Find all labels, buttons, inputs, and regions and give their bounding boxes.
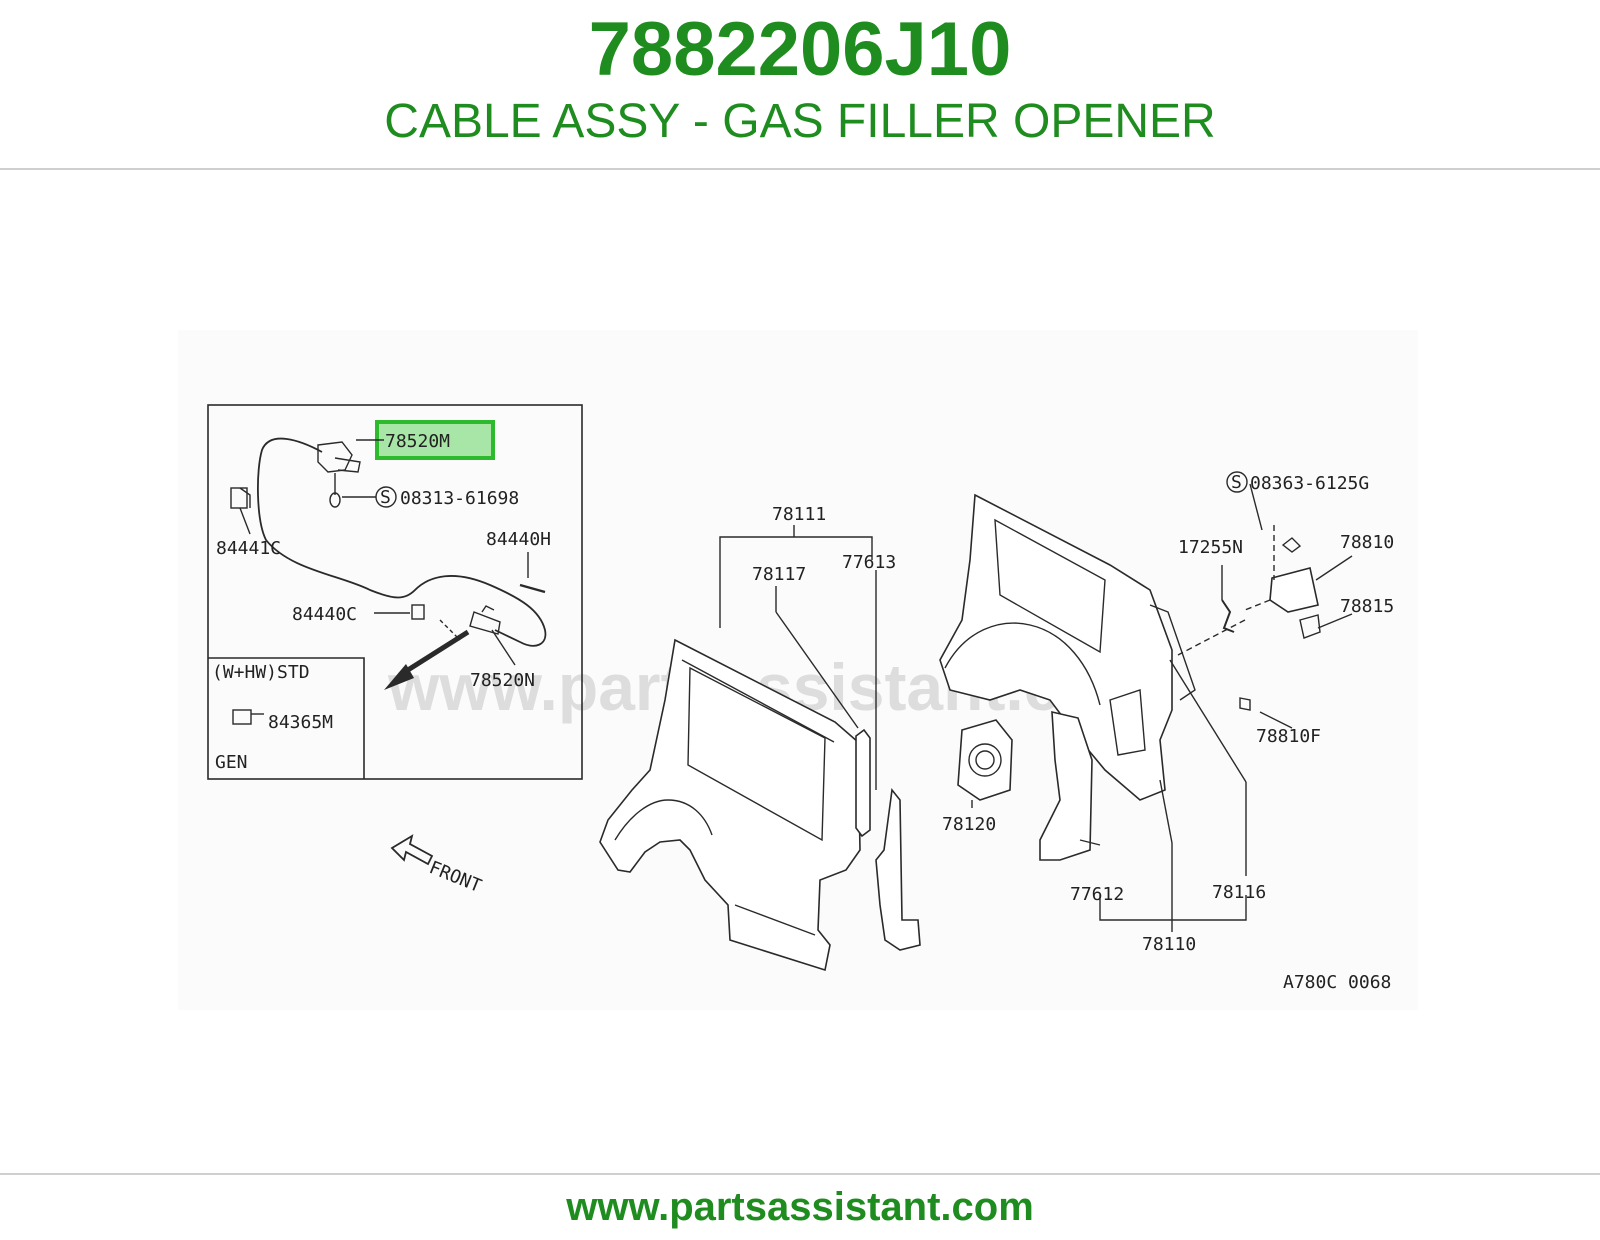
- label-08313-61698[interactable]: 08313-61698: [400, 488, 519, 509]
- screw-symbol-icon-2: [1226, 471, 1248, 493]
- label-17255N[interactable]: 17255N: [1178, 537, 1243, 558]
- label-84441C[interactable]: 84441C: [216, 538, 281, 559]
- label-84440H[interactable]: 84440H: [486, 529, 551, 550]
- screw-s-mark-2: S: [1231, 472, 1242, 493]
- footer-divider: [0, 1173, 1600, 1175]
- part-name-subtitle: CABLE ASSY - GAS FILLER OPENER: [384, 95, 1216, 148]
- bracket-17255N: [1221, 599, 1235, 633]
- label-78815[interactable]: 78815: [1340, 596, 1394, 617]
- label-78810F[interactable]: 78810F: [1256, 726, 1321, 747]
- label-78520M[interactable]: 78520M: [385, 431, 450, 452]
- leader-lines: [719, 483, 1353, 932]
- label-84440C[interactable]: 84440C: [292, 604, 357, 625]
- screw-s-mark: S: [380, 487, 391, 508]
- label-78111[interactable]: 78111: [772, 504, 826, 525]
- front-arrow-icon: [390, 834, 434, 866]
- label-78110[interactable]: 78110: [1142, 934, 1196, 955]
- gen-label: GEN: [215, 752, 248, 773]
- label-78117[interactable]: 78117: [752, 564, 806, 585]
- screw-symbol-icon: [375, 486, 397, 508]
- label-08363-6125G[interactable]: 08363-6125G: [1250, 473, 1369, 494]
- inset-box: [207, 404, 583, 780]
- label-77613[interactable]: 77613: [842, 552, 896, 573]
- fuel-housing-78120: [957, 719, 1013, 801]
- label-78116[interactable]: 78116: [1212, 882, 1266, 903]
- outer-panel-78111: [599, 638, 861, 972]
- label-78120[interactable]: 78120: [942, 814, 996, 835]
- label-77612[interactable]: 77612: [1070, 884, 1124, 905]
- direction-arrow: [384, 629, 470, 690]
- header-divider: [0, 168, 1600, 170]
- label-84365M[interactable]: 84365M: [268, 712, 333, 733]
- variant-label: (W+HW)STD: [212, 662, 310, 683]
- wheelhouse-77612: [1039, 710, 1093, 861]
- label-78520N[interactable]: 78520N: [470, 670, 535, 691]
- figure-code: A780C 0068: [1283, 972, 1391, 993]
- footer-url[interactable]: www.partsassistant.com: [566, 1185, 1034, 1229]
- part-number-title: 7882206J10: [588, 7, 1012, 92]
- inner-panel-78110: [939, 493, 1196, 801]
- pillar-77613: [855, 728, 921, 951]
- fuel-lid-78810: [1239, 537, 1321, 711]
- label-78810[interactable]: 78810: [1340, 532, 1394, 553]
